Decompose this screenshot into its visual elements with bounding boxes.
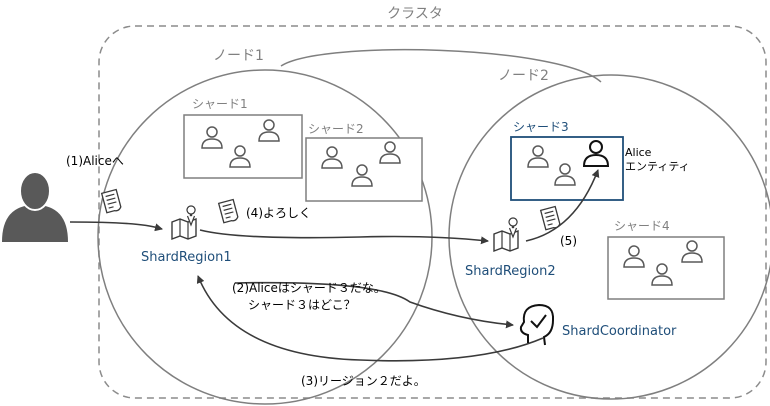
- shard4-label: シャード4: [614, 219, 670, 233]
- arrow-step1: [69, 221, 163, 232]
- region1-map-icon: [171, 205, 197, 240]
- step5-label: (5): [560, 234, 577, 248]
- message-document-icon: [540, 205, 562, 232]
- arrow-step5: [525, 169, 600, 242]
- node2-label: ノード2: [498, 68, 549, 84]
- step3-label: (3)リージョン２だよ。: [301, 374, 426, 388]
- entity-name: Alice: [625, 146, 652, 159]
- node-link: [280, 48, 602, 83]
- message-document-icon: [218, 198, 240, 225]
- shard1-label: シャード1: [192, 97, 248, 111]
- alice-entity-icon: [582, 140, 610, 167]
- step1-label: (1)Aliceへ: [66, 154, 124, 168]
- shard3-label: シャード3: [513, 120, 569, 134]
- region2-map-icon: [493, 217, 519, 252]
- shard2-label: シャード2: [308, 122, 364, 136]
- region2-label: ShardRegion2: [465, 264, 556, 279]
- coordinator-label: ShardCoordinator: [562, 324, 677, 339]
- coordinator-head-check-icon: [519, 303, 555, 346]
- node2-circle: [448, 74, 770, 400]
- cluster-label: クラスタ: [387, 6, 443, 22]
- arrow-step4: [199, 229, 489, 245]
- region1-label: ShardRegion1: [141, 250, 232, 265]
- entity-caption: エンティティ: [625, 160, 690, 173]
- arrow-step2: [234, 281, 514, 329]
- cluster-boundary: [98, 25, 767, 399]
- step2-label-line1: (2)Aliceはシャード３だな。: [232, 281, 386, 295]
- node1-label: ノード1: [213, 48, 264, 64]
- step2-label-line2: シャード３はどこ？: [248, 298, 356, 312]
- message-document-icon: [101, 188, 123, 215]
- user-silhouette-icon: [2, 171, 68, 242]
- arrow-step3: [196, 275, 544, 362]
- step4-label: (4)よろしく: [246, 206, 311, 220]
